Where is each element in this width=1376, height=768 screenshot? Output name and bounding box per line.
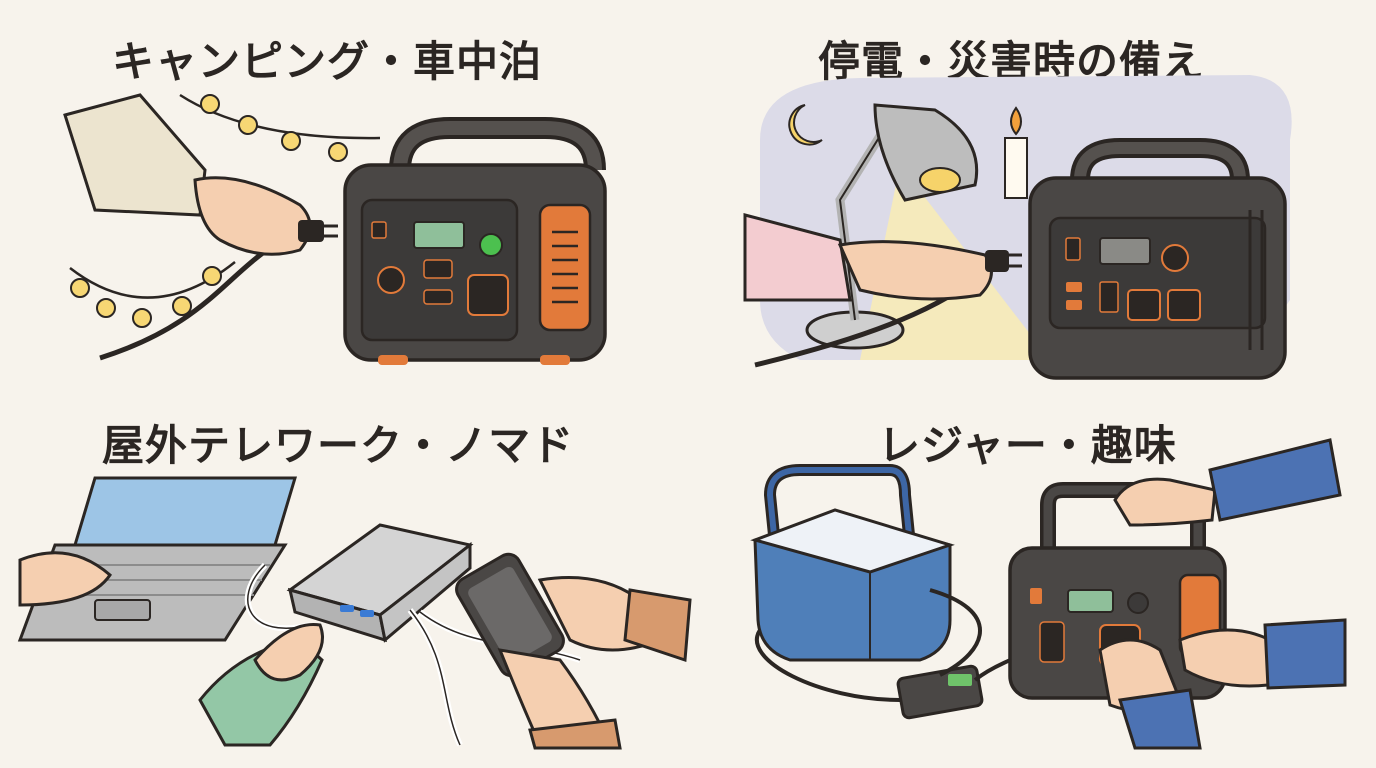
- power-button-icon: [479, 233, 503, 257]
- hand: [837, 240, 993, 301]
- arm-sleeve: [1208, 438, 1342, 522]
- string-light-wire: [179, 93, 381, 140]
- usb-port-icon: [340, 605, 354, 612]
- laptop-screen: [72, 476, 298, 547]
- blackout-scene: [743, 75, 1292, 380]
- hand: [253, 622, 324, 682]
- plug-icon: [985, 250, 1009, 272]
- leisure-title: レジャー・趣味: [878, 421, 1177, 470]
- ac-outlet-icon: [1127, 289, 1161, 321]
- plug-icon: [298, 220, 324, 242]
- lcd-screen-icon: [413, 221, 465, 249]
- lcd-screen-icon: [1067, 589, 1114, 613]
- candle-icon: [1004, 137, 1028, 199]
- hand-left: [18, 551, 112, 607]
- telework-scene: [17, 476, 692, 750]
- hand: [1113, 477, 1217, 527]
- lcd-screen-icon: [1099, 237, 1151, 265]
- moon-icon: [788, 104, 823, 146]
- string-light-bulbs: [200, 94, 348, 162]
- power-station: [343, 117, 607, 365]
- power-station: [1028, 138, 1287, 380]
- arm-sleeve: [63, 93, 207, 217]
- camping-scene: [63, 93, 607, 365]
- telework-title: 屋外テレワーク・ノマド: [102, 421, 575, 470]
- leisure-scene: [750, 438, 1347, 750]
- camping-title: キャンピング・車中泊: [112, 37, 543, 86]
- station-side-panel: [538, 203, 592, 332]
- string-light-bulbs-lower: [70, 266, 222, 328]
- hand: [193, 176, 312, 256]
- ac-outlet-icon: [467, 274, 509, 316]
- arm-sleeve: [743, 213, 852, 302]
